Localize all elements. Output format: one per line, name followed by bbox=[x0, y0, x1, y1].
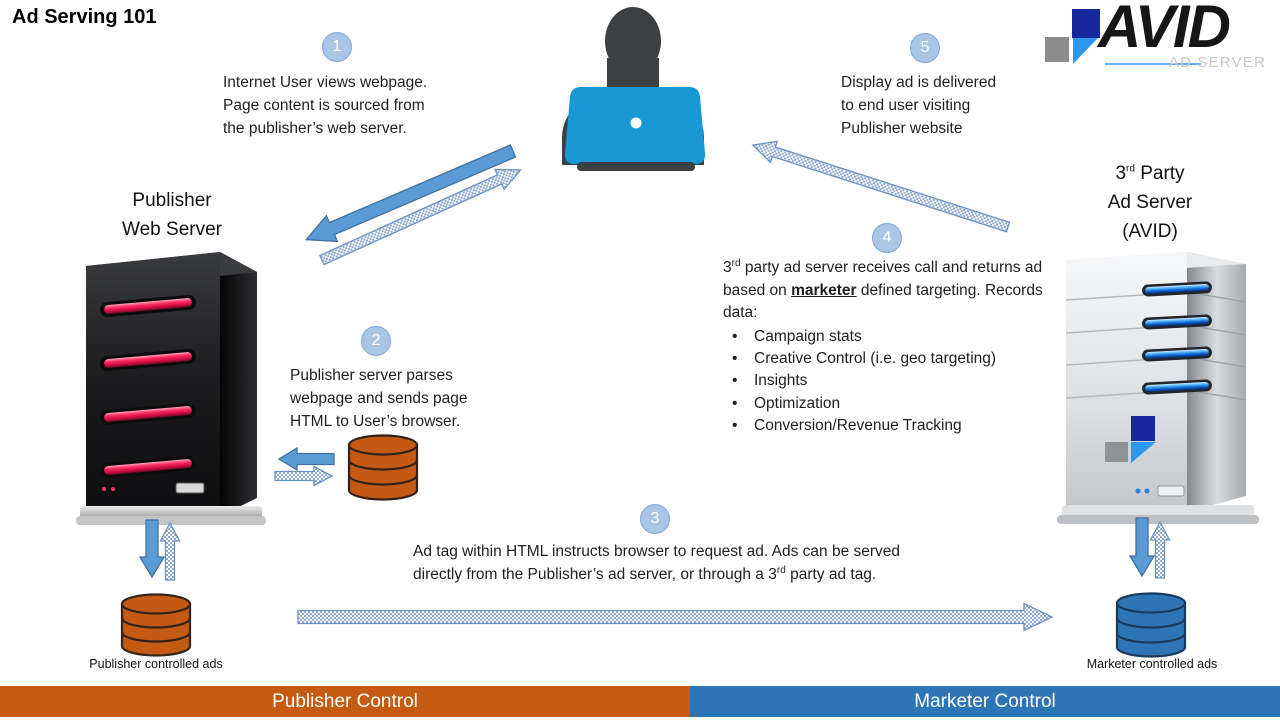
arrow-publisher-to-user bbox=[319, 168, 522, 266]
logo-gray-square-icon bbox=[1045, 37, 1069, 62]
marketer-control-label: Marketer Control bbox=[914, 690, 1056, 712]
bullet-item: •Creative Control (i.e. geo targeting) bbox=[732, 349, 997, 367]
internet-user-icon bbox=[562, 7, 706, 171]
bullet-item: •Optimization bbox=[732, 394, 841, 412]
page-title: Ad Serving 101 bbox=[12, 6, 157, 28]
logo-blue-triangle-icon bbox=[1073, 38, 1098, 64]
step-2-badge: 2 bbox=[361, 326, 391, 356]
arrow-marketer-db-down bbox=[1128, 517, 1156, 578]
publisher-ads-db-icon bbox=[120, 593, 192, 657]
laptop-icon bbox=[564, 87, 706, 171]
marketer-db-label: Marketer controlled ads bbox=[1086, 657, 1218, 671]
arrow-publisher-db-down bbox=[138, 519, 166, 579]
third-party-label-line2: Ad Server bbox=[1107, 192, 1193, 213]
third-party-server-icon bbox=[1057, 252, 1259, 524]
third-party-label-line1: 3rd Party bbox=[1115, 163, 1185, 184]
arrow-db-to-server bbox=[277, 446, 335, 472]
bullet-item: •Campaign stats bbox=[732, 327, 862, 345]
step-4-text: 3rd party ad server receives call and re… bbox=[723, 257, 1075, 438]
step-3-line1: Ad tag within HTML instructs browser to … bbox=[413, 543, 901, 560]
marketer-control-bar: Marketer Control bbox=[690, 686, 1280, 717]
third-party-label-line3: (AVID) bbox=[1122, 221, 1178, 242]
logo-navy-square-icon bbox=[1072, 9, 1100, 38]
step-1-text: Internet User views webpage. Page conten… bbox=[223, 74, 428, 137]
logo-underline bbox=[1105, 63, 1201, 65]
bullet-item: •Insights bbox=[732, 372, 808, 390]
step-2-text: Publisher server parses webpage and send… bbox=[290, 367, 468, 430]
avid-logo-mark-on-server bbox=[1105, 416, 1156, 463]
logo-brand-text: AVID bbox=[1098, 0, 1231, 60]
publisher-adserver-db-icon bbox=[347, 434, 419, 501]
arrow-user-to-publisher bbox=[304, 144, 517, 243]
blue-led-bars bbox=[1142, 281, 1212, 395]
arrow-server-to-db bbox=[274, 465, 334, 487]
step-5-badge: 5 bbox=[910, 33, 940, 63]
marketer-ads-db-icon bbox=[1115, 592, 1187, 658]
step-3-badge: 3 bbox=[640, 504, 670, 534]
step-1-badge: 1 bbox=[322, 32, 352, 62]
publisher-server-icon bbox=[76, 252, 266, 525]
publisher-control-label: Publisher Control bbox=[272, 690, 418, 712]
publisher-server-label: Publisher Web Server bbox=[122, 190, 222, 240]
laptop-logo-dot bbox=[630, 117, 642, 129]
arrow-adserver-to-user bbox=[751, 140, 1011, 233]
bullet-item: •Conversion/Revenue Tracking bbox=[732, 417, 962, 435]
step-4-badge: 4 bbox=[872, 223, 902, 253]
avid-logo: AVID AD SERVER bbox=[1043, 0, 1268, 78]
third-party-server-label: 3rd Party Ad Server (AVID) bbox=[1060, 159, 1240, 246]
step-3-line2: directly from the Publisher’s ad server,… bbox=[413, 564, 877, 583]
step-3-text: Ad tag within HTML instructs browser to … bbox=[413, 540, 993, 586]
publisher-db-label: Publisher controlled ads bbox=[89, 657, 223, 671]
red-led-bars bbox=[100, 294, 196, 479]
step-4-bullet-list: •Campaign stats •Creative Control (i.e. … bbox=[723, 326, 1075, 438]
step-5-text: Display ad is delivered to end user visi… bbox=[841, 74, 997, 137]
arrow-publisher-db-up bbox=[159, 521, 181, 581]
logo-tagline: AD SERVER bbox=[1168, 54, 1266, 71]
arrow-adtag-request bbox=[297, 602, 1054, 632]
marketer-emphasis: marketer bbox=[791, 281, 857, 299]
publisher-control-bar: Publisher Control bbox=[0, 686, 690, 717]
arrow-marketer-db-up bbox=[1149, 520, 1171, 579]
